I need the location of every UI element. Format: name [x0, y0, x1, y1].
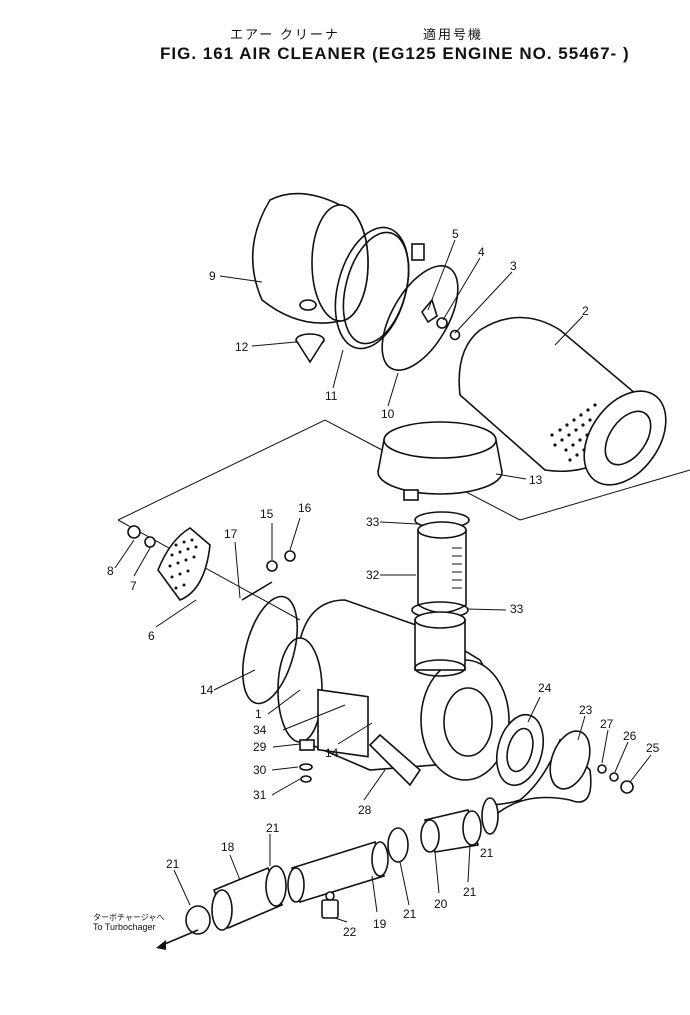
callout-20: 20 — [434, 897, 448, 911]
callout-11: 11 — [325, 389, 338, 403]
callout-22: 22 — [343, 925, 357, 939]
part-indicator — [321, 891, 339, 919]
callout-5: 5 — [452, 227, 459, 241]
callout-8: 8 — [107, 564, 114, 578]
part-bolt-body — [299, 739, 315, 751]
leader-lines — [114, 239, 652, 923]
part-clamp — [387, 827, 409, 863]
part-hose-rear — [420, 809, 482, 853]
callout-24: 24 — [538, 681, 552, 695]
japanese-applicable-units: 適用号機 — [423, 27, 484, 42]
callout-29: 29 — [253, 740, 267, 754]
callout-34: 34 — [253, 723, 267, 737]
callout-21-e: 21 — [480, 846, 494, 860]
part-gasket — [495, 713, 545, 787]
part-evacuator-valve — [295, 333, 325, 364]
callout-31: 31 — [253, 788, 267, 802]
callout-7: 7 — [130, 579, 137, 593]
part-small-hardware-top — [421, 298, 461, 341]
part-element — [458, 316, 667, 486]
part-body-band-left — [241, 595, 299, 705]
callout-26: 26 — [623, 729, 637, 743]
callout-18: 18 — [221, 840, 235, 854]
callout-6: 6 — [148, 629, 155, 643]
callout-9: 9 — [209, 269, 216, 283]
callout-16: 16 — [298, 501, 312, 515]
part-ring — [381, 265, 459, 371]
callout-2: 2 — [582, 304, 589, 318]
callout-32: 32 — [366, 568, 380, 582]
figure-title: FIG. 161 AIR CLEANER (EG125 ENGINE NO. 5… — [160, 44, 630, 63]
callout-4: 4 — [478, 245, 485, 259]
callout-25: 25 — [646, 741, 660, 755]
part-precleaner — [157, 527, 211, 601]
callout-14-left: 14 — [200, 683, 214, 697]
callout-labels: 1 2 3 4 5 6 7 8 9 10 11 12 13 14 14 15 1… — [107, 227, 660, 939]
callout-12: 12 — [235, 340, 249, 354]
callout-3: 3 — [510, 259, 517, 273]
part-nut-left — [127, 525, 141, 539]
callout-23: 23 — [579, 703, 593, 717]
turbocharger-arrow — [159, 929, 199, 947]
part-pipe — [287, 840, 389, 904]
callout-21-c: 21 — [403, 907, 417, 921]
part-cap — [377, 421, 503, 501]
callout-14-body: 14 — [325, 746, 339, 760]
part-elbow — [481, 730, 592, 835]
callout-21-a: 21 — [266, 821, 280, 835]
callout-30: 30 — [253, 763, 267, 777]
callout-17: 17 — [224, 527, 238, 541]
callout-15: 15 — [260, 507, 274, 521]
callout-33-bottom: 33 — [510, 602, 524, 616]
part-connector-hose — [411, 511, 470, 619]
callout-19: 19 — [373, 917, 387, 931]
part-bolt — [241, 581, 273, 601]
turbocharger-note-jp: ターボチャージャへ — [93, 913, 164, 922]
callout-21-b: 21 — [166, 857, 180, 871]
part-clamp-front — [185, 905, 211, 935]
turbocharger-note-en: To Turbochager — [93, 922, 156, 932]
callout-13: 13 — [529, 473, 543, 487]
callout-10: 10 — [381, 407, 395, 421]
part-band — [334, 226, 425, 350]
callout-1: 1 — [255, 707, 262, 721]
part-washer-left — [144, 536, 156, 548]
callout-21-d: 21 — [463, 885, 477, 899]
part-bracket — [368, 733, 422, 787]
japanese-part-name: エアー クリーナ — [230, 27, 340, 42]
part-hose-front — [211, 865, 287, 931]
callout-28: 28 — [358, 803, 372, 817]
part-cover — [251, 192, 369, 324]
callout-33-top: 33 — [366, 515, 380, 529]
callout-27: 27 — [600, 717, 614, 731]
